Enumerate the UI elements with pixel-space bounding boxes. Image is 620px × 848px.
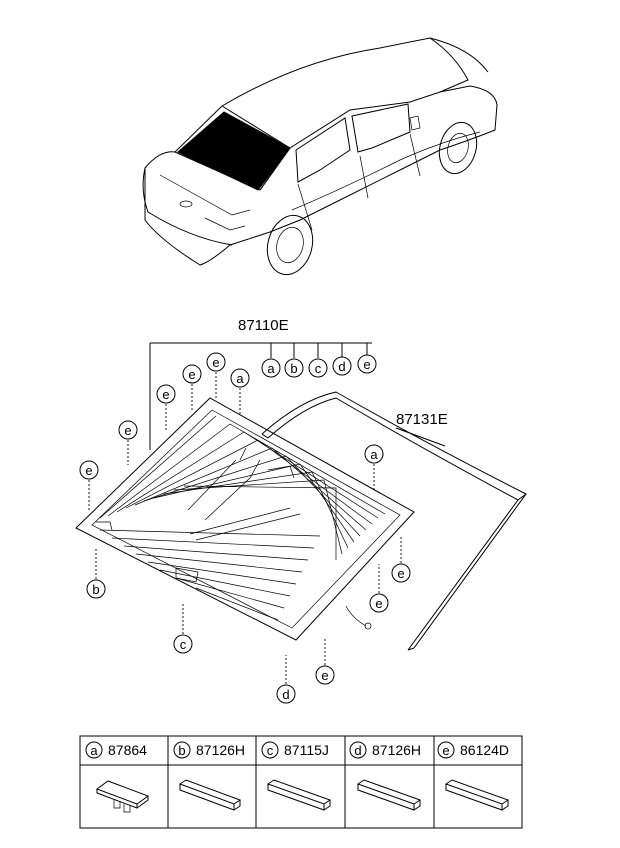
molding-part-number: 87131E: [396, 411, 448, 428]
spacer-block-icon: [444, 779, 510, 811]
callout-left-e-outer: e: [85, 463, 92, 478]
assembly-part-number: 87110E: [238, 317, 289, 334]
table-part-number-a: 87864: [108, 742, 147, 758]
rear-glass: [75, 397, 415, 641]
table-part-number-c: 87115J: [284, 742, 329, 758]
sub-letter-a: a: [267, 361, 275, 376]
callout-top-a: a: [236, 371, 244, 386]
table-letter-d: d: [354, 743, 361, 758]
callout-bottom-c: c: [180, 637, 187, 652]
callout-bottom-e: e: [321, 668, 328, 683]
assembly-bracket: [149, 342, 372, 450]
table-letter-a: a: [90, 743, 98, 758]
callouts: e e e e e a a e e b: [79, 352, 411, 704]
spacer-block-icon: [178, 779, 242, 811]
sub-letter-e: e: [363, 357, 370, 372]
callout-top-e-1: e: [162, 387, 169, 402]
callout-top-e-2: e: [188, 367, 195, 382]
clip-icon: [95, 780, 150, 813]
spacer-block-icon: [266, 779, 332, 811]
table-part-number-e: 86124D: [460, 742, 509, 758]
weatherstrip-molding: [261, 391, 527, 651]
car-illustration: [142, 37, 498, 276]
sub-letter-c: c: [315, 361, 322, 376]
table-part-number-d: 87126H: [372, 742, 421, 758]
rear-window-highlight: [177, 111, 291, 191]
sub-letter-d: d: [338, 359, 345, 374]
callout-right-e-2: e: [375, 596, 382, 611]
table-letter-c: c: [267, 743, 274, 758]
parts-table: a 87864 b 87126H c 87115J d 8712: [79, 735, 523, 829]
table-letter-b: b: [178, 743, 185, 758]
callout-right-e-1: e: [397, 566, 404, 581]
table-letter-e: e: [442, 743, 449, 758]
callout-left-e-inner: e: [124, 423, 131, 438]
callout-bottom-b: b: [92, 582, 99, 597]
callout-right-a: a: [370, 447, 378, 462]
callout-top-e-3: e: [212, 355, 219, 370]
sub-letter-b: b: [290, 361, 297, 376]
assembly-sub-letters: a b c d e: [261, 354, 377, 378]
callout-bottom-d: d: [282, 687, 289, 702]
spacer-block-icon: [356, 779, 422, 811]
table-part-number-b: 87126H: [196, 742, 245, 758]
